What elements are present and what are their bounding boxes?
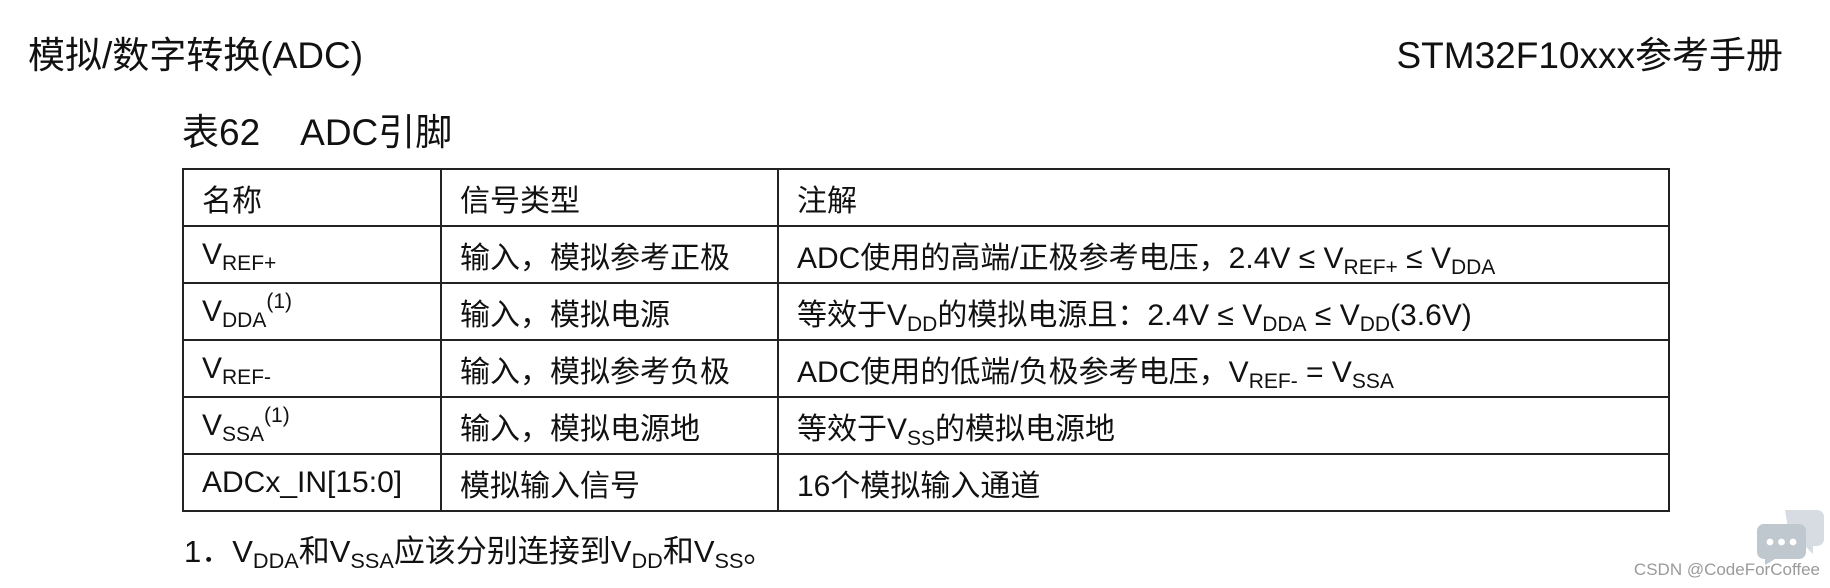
table-number: 表62 xyxy=(182,112,261,153)
signal-type: 模拟输入信号 xyxy=(440,453,779,512)
pin-note: 等效于VDD的模拟电源且：2.4V ≤ VDDA ≤ VDD(3.6V) xyxy=(777,282,1670,341)
table-row: VSSA(1) 输入，模拟电源地 等效于VSS的模拟电源地 xyxy=(182,396,1670,455)
footnote-marker: (1) xyxy=(266,289,293,313)
pin-note: 16个模拟输入通道 xyxy=(777,453,1670,512)
chat-bubble-icon[interactable] xyxy=(1755,506,1827,566)
adc-pin-table: 名称 信号类型 注解 VREF+ 输入，模拟参考正极 ADC使用的高端/正极参考… xyxy=(182,168,1670,512)
footnote-marker: (1) xyxy=(264,403,290,427)
table-header-row: 名称 信号类型 注解 xyxy=(182,168,1670,227)
signal-type: 输入，模拟电源地 xyxy=(440,396,779,455)
header-signal-type: 信号类型 xyxy=(440,168,779,227)
header-notes: 注解 xyxy=(777,168,1670,227)
table-row: VREF- 输入，模拟参考负极 ADC使用的低端/负极参考电压，VREF- = … xyxy=(182,339,1670,398)
table-caption: 表62 ADC引脚 xyxy=(182,110,452,156)
table-row: VREF+ 输入，模拟参考正极 ADC使用的高端/正极参考电压，2.4V ≤ V… xyxy=(182,225,1670,284)
manual-title: STM32F10xxx参考手册 xyxy=(1396,35,1783,76)
signal-type: 输入，模拟参考负极 xyxy=(440,339,779,398)
pin-note: ADC使用的低端/负极参考电压，VREF- = VSSA xyxy=(777,339,1670,398)
pin-name: VREF+ xyxy=(182,225,442,284)
table-row: ADCx_IN[15:0] 模拟输入信号 16个模拟输入通道 xyxy=(182,453,1670,512)
pin-name: VSSA(1) xyxy=(182,396,442,455)
pin-note: 等效于VSS的模拟电源地 xyxy=(777,396,1670,455)
pin-name: VDDA(1) xyxy=(182,282,442,341)
footnote: 1．VDDA和VSSA应该分别连接到VDD和VSS。 xyxy=(184,534,775,574)
chapter-title: 模拟/数字转换(ADC) xyxy=(28,35,364,76)
header-name: 名称 xyxy=(182,168,442,227)
table-title: ADC引脚 xyxy=(300,112,453,153)
pin-name: ADCx_IN[15:0] xyxy=(182,453,442,512)
signal-type: 输入，模拟电源 xyxy=(440,282,779,341)
csdn-watermark: CSDN @CodeForCoffee xyxy=(1633,560,1820,579)
pin-name: VREF- xyxy=(182,339,442,398)
signal-type: 输入，模拟参考正极 xyxy=(440,225,779,284)
pin-note: ADC使用的高端/正极参考电压，2.4V ≤ VREF+ ≤ VDDA xyxy=(777,225,1670,284)
table-row: VDDA(1) 输入，模拟电源 等效于VDD的模拟电源且：2.4V ≤ VDDA… xyxy=(182,282,1670,341)
